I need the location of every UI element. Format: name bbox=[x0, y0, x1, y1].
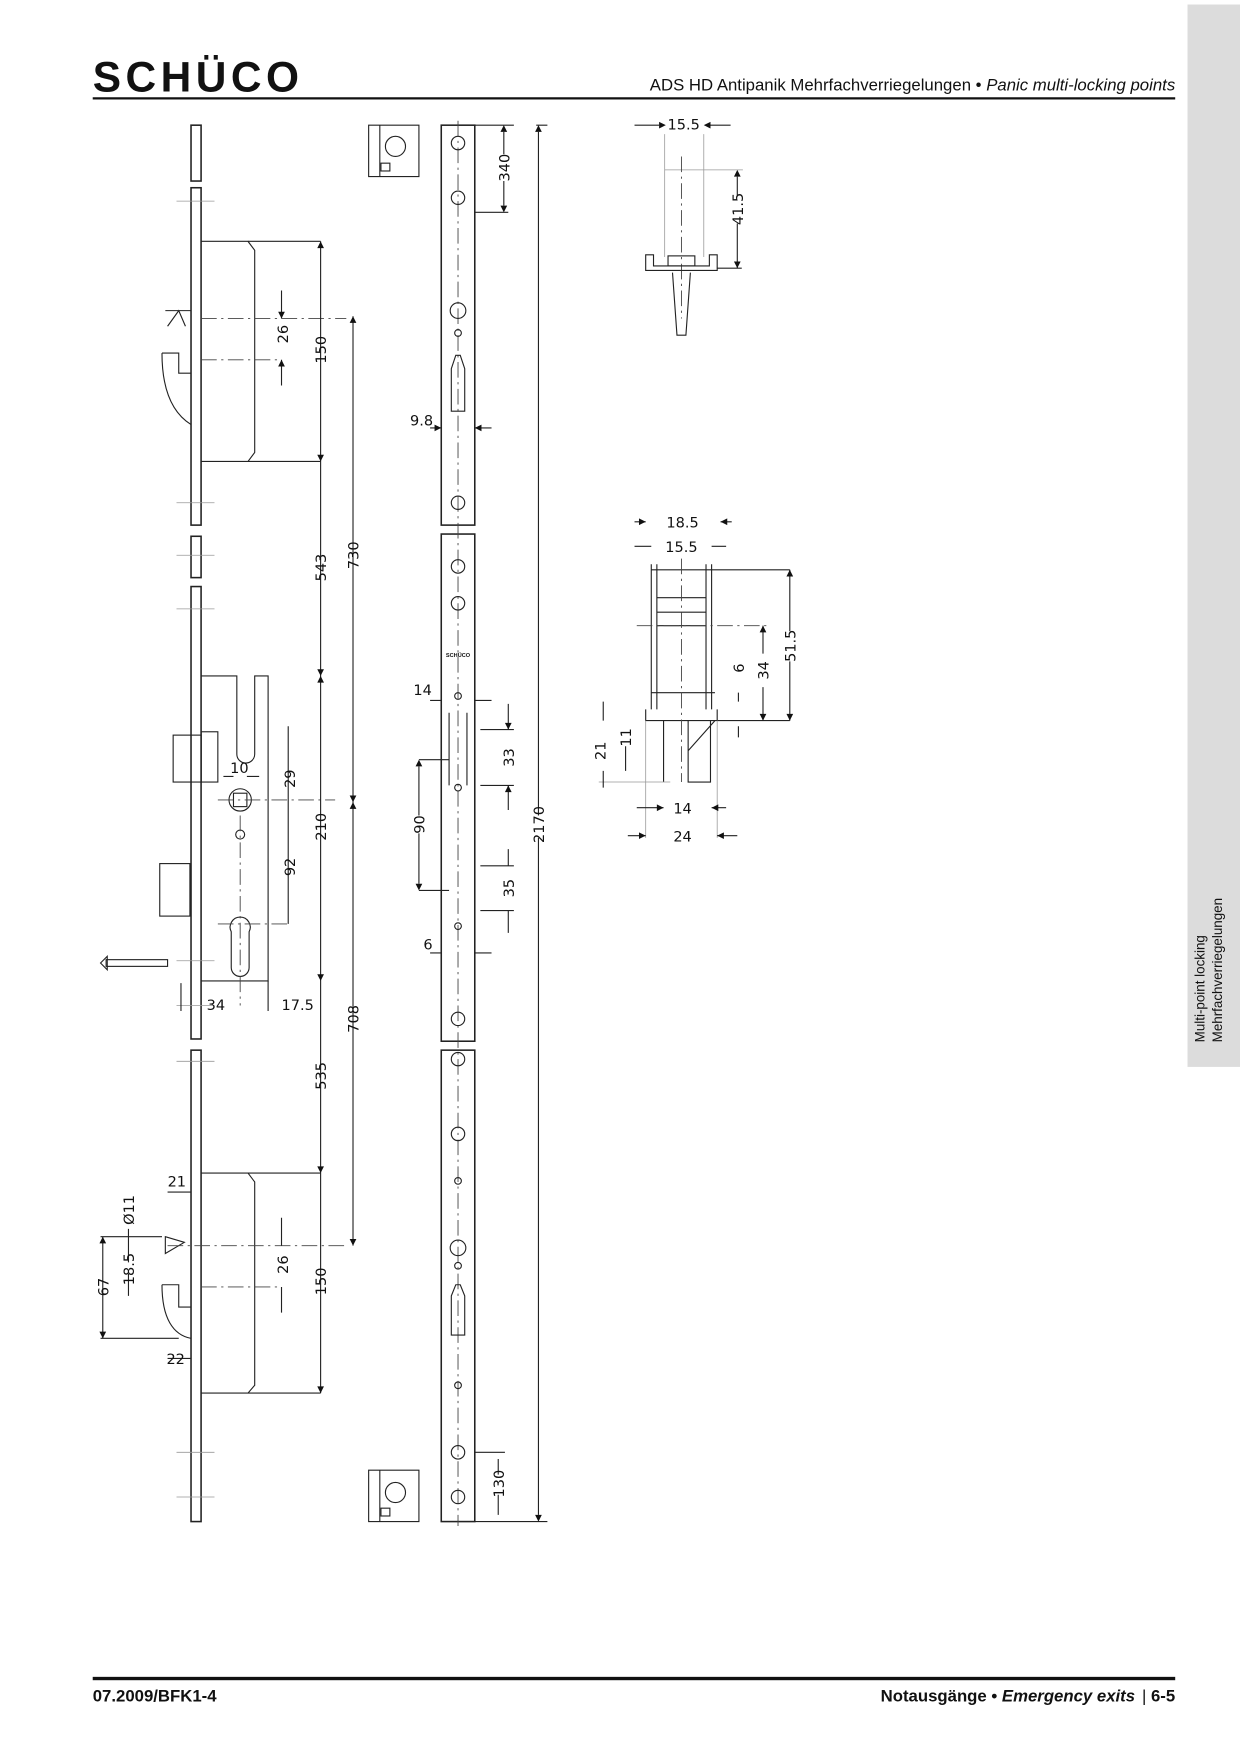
dim-label: 15.5 bbox=[668, 118, 700, 134]
footer-code: 07.2009/BFK1-4 bbox=[93, 1686, 218, 1705]
dim-label: 2170 bbox=[532, 806, 548, 843]
dim-label: 210 bbox=[314, 813, 330, 841]
side-tab-label-en: Multi-point locking bbox=[1192, 935, 1207, 1042]
dim-label: 18.5 bbox=[122, 1253, 138, 1285]
dim-label: 10 bbox=[230, 761, 248, 777]
dim-label: 150 bbox=[314, 1268, 330, 1296]
dim-label: 24 bbox=[673, 829, 691, 845]
dim-label: 26 bbox=[276, 325, 292, 343]
dim-label: 92 bbox=[283, 858, 299, 876]
page-number: 6-5 bbox=[1151, 1686, 1175, 1705]
dim-label: 21 bbox=[593, 742, 609, 760]
dim-label: 41.5 bbox=[731, 193, 747, 225]
dim-label: 15.5 bbox=[665, 540, 697, 556]
dim-label: 35 bbox=[502, 879, 518, 897]
gear-box-top bbox=[368, 124, 420, 178]
header-title: ADS HD Antipanik Mehrfachverriegelungen … bbox=[650, 76, 1176, 95]
dim-label: 17.5 bbox=[282, 998, 314, 1014]
top-detail-drawing: 15.5 41.5 bbox=[634, 118, 747, 336]
dim-label: 6 bbox=[423, 938, 432, 954]
dim-label: 67 bbox=[96, 1278, 112, 1296]
side-tab-label-de: Mehrfachverriegelungen bbox=[1210, 898, 1225, 1042]
side-tab: Multi-point locking Mehrfachverriegelung… bbox=[1187, 4, 1240, 1067]
strip-brand-mark: SCHÜCO bbox=[446, 652, 471, 659]
dim-label: 543 bbox=[314, 554, 330, 582]
footer-section-en: Emergency exits bbox=[1002, 1686, 1135, 1705]
footer-section-de: Notausgänge bbox=[881, 1686, 987, 1705]
dim-label: 130 bbox=[492, 1470, 508, 1498]
footer-rule bbox=[92, 1676, 1176, 1681]
dim-label: 33 bbox=[502, 748, 518, 766]
footer: 07.2009/BFK1-4 Notausgänge • Emergency e… bbox=[92, 1676, 1176, 1705]
footer-section: Notausgänge • Emergency exits | 6-5 bbox=[881, 1686, 1176, 1705]
header-title-de: ADS HD Antipanik Mehrfachverriegelungen bbox=[650, 76, 971, 95]
dim-label: Ø11 bbox=[122, 1195, 138, 1225]
dim-label: 535 bbox=[314, 1062, 330, 1090]
face-strip-drawing: SCHÜCO 340 9.8 14 33 90 35 6 130 2170 bbox=[410, 120, 548, 1527]
footer-separator: • bbox=[991, 1686, 997, 1705]
side-tab-background bbox=[1187, 4, 1240, 1067]
dim-label: 6 bbox=[732, 663, 748, 672]
dim-label: 9.8 bbox=[410, 414, 433, 430]
dim-label: 11 bbox=[619, 728, 635, 746]
dim-label: 34 bbox=[207, 998, 225, 1014]
dim-label: 340 bbox=[497, 154, 513, 182]
dim-label: 26 bbox=[276, 1255, 292, 1273]
lock-profile-drawing: 26 150 730 543 10 29 210 92 34 17.5 708 … bbox=[96, 124, 363, 1523]
dim-label: 51.5 bbox=[783, 630, 799, 662]
header: SCHÜCO ADS HD Antipanik Mehrfachverriege… bbox=[92, 54, 1176, 101]
schuco-logo: SCHÜCO bbox=[93, 54, 304, 101]
dim-label: 708 bbox=[347, 1005, 363, 1033]
dim-label: 14 bbox=[673, 801, 691, 817]
mid-detail-drawing: 18.5 15.5 51.5 34 6 21 11 14 24 bbox=[593, 515, 799, 845]
dim-label: 22 bbox=[166, 1352, 184, 1368]
gear-box-bottom bbox=[368, 1469, 420, 1523]
header-title-en: Panic multi-locking points bbox=[986, 76, 1176, 95]
header-separator: • bbox=[976, 76, 982, 95]
dim-label: 18.5 bbox=[666, 515, 698, 531]
dim-label: 730 bbox=[347, 541, 363, 569]
header-rule bbox=[92, 97, 1176, 100]
dim-label: 90 bbox=[413, 815, 429, 833]
dim-label: 34 bbox=[757, 661, 773, 679]
dim-label: 150 bbox=[314, 336, 330, 364]
dim-label: 21 bbox=[168, 1174, 186, 1190]
dim-label: 14 bbox=[413, 683, 431, 699]
dim-label: 29 bbox=[283, 769, 299, 787]
